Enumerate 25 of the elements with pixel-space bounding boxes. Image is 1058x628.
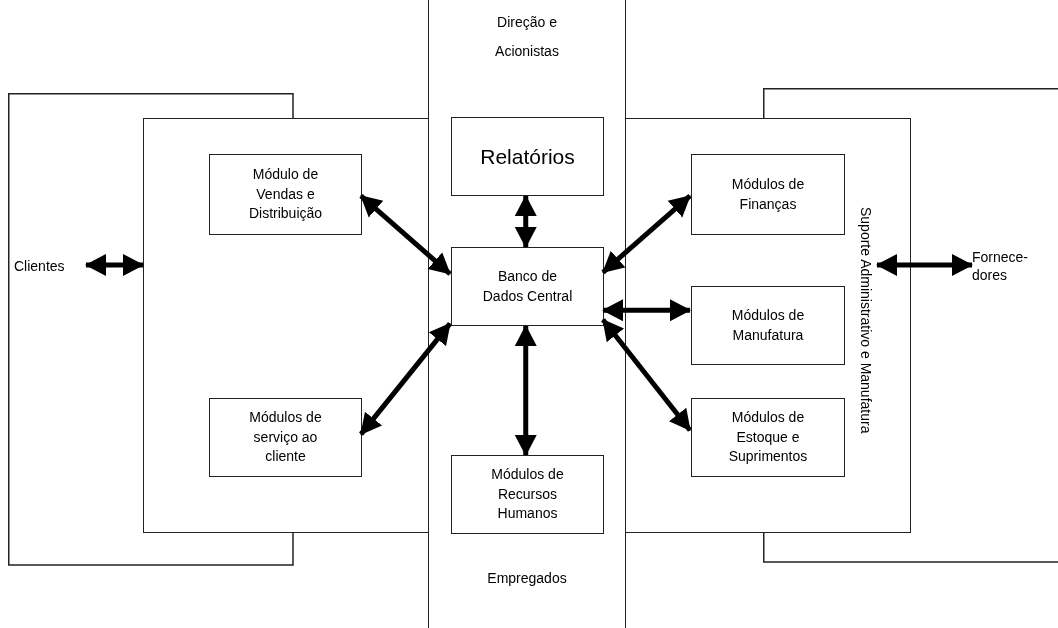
- module-box: Relatórios: [451, 117, 604, 196]
- double-arrow: [514, 325, 537, 456]
- column-footer: Empregados: [429, 564, 625, 594]
- double-arrow: [359, 194, 452, 276]
- boundary-frame: [143, 118, 429, 533]
- module-box: Módulos de Recursos Humanos: [451, 455, 604, 534]
- double-arrow: [876, 253, 973, 276]
- side-label: Fornece-dores: [972, 246, 1038, 286]
- double-arrow: [85, 253, 144, 276]
- column-heading: Direção e Acionistas: [494, 13, 560, 62]
- module-box: Módulos de Estoque e Suprimentos: [691, 398, 845, 477]
- double-arrow: [602, 299, 691, 322]
- center-column: [428, 0, 626, 628]
- module-box: Módulos de Finanças: [691, 154, 845, 235]
- double-arrow: [601, 194, 692, 275]
- double-arrow: [359, 322, 452, 436]
- double-arrow: [601, 318, 692, 432]
- module-box: Módulos de Manufatura: [691, 286, 845, 365]
- module-box: Módulos de serviço ao cliente: [209, 398, 362, 477]
- side-label: Clientes: [14, 256, 86, 276]
- boundary-frame: [625, 118, 911, 533]
- double-arrow: [514, 195, 537, 248]
- module-box: Módulo de Vendas e Distribuição: [209, 154, 362, 235]
- module-box: Banco de Dados Central: [451, 247, 604, 326]
- vertical-label: Suporte Administrativo e Manufatura: [855, 185, 877, 455]
